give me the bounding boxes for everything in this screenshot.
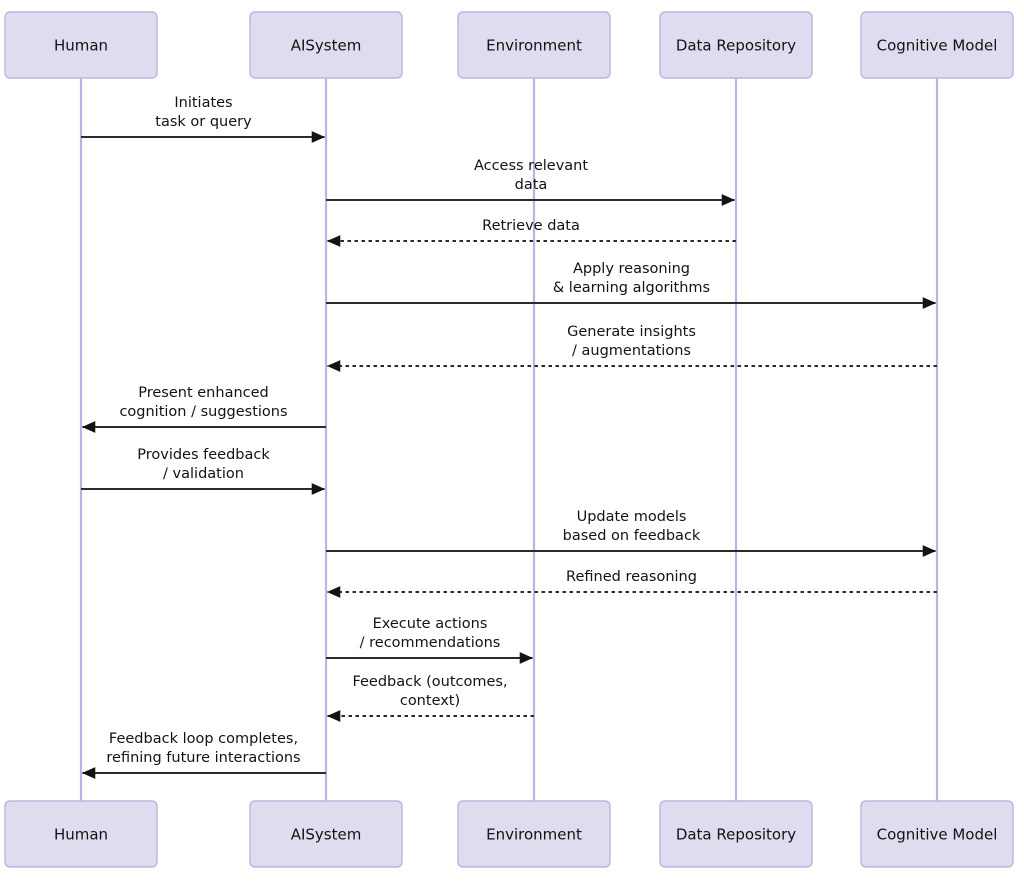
participant-environment-top: Environment (457, 11, 611, 79)
message-label-line: cognition / suggestions (119, 404, 287, 420)
message-10-aisystem-to-environment: Execute actions / recommendations (326, 616, 534, 664)
message-label-line: Apply reasoning (573, 261, 690, 277)
message-label-line: Update models (577, 509, 687, 525)
participant-cognitive_model-top: Cognitive Model (860, 11, 1014, 79)
participant-label: Data Repository (676, 37, 796, 55)
message-3-data_repository-to-aisystem: Retrieve data (326, 218, 736, 247)
participant-label: Human (54, 37, 108, 55)
participant-label: Cognitive Model (877, 37, 998, 55)
participant-box-rect (457, 11, 611, 79)
message-5-cognitive_model-to-aisystem: Generate insights / augmentations (326, 324, 937, 372)
participant-environment-bottom: Environment (457, 800, 611, 868)
message-label-line: Execute actions (373, 616, 488, 632)
participant-box-rect (457, 800, 611, 868)
participant-label: Human (54, 826, 108, 844)
message-7-human-to-aisystem: Provides feedback / validation (81, 447, 326, 495)
message-label-line: refining future interactions (106, 750, 300, 766)
participant-aisystem-top: AISystem (249, 11, 403, 79)
participant-box-rect (659, 800, 813, 868)
message-label-line: Initiates (174, 95, 232, 111)
message-label-line: & learning algorithms (553, 280, 710, 296)
participant-label: Environment (486, 37, 582, 55)
message-label-line: / recommendations (360, 635, 501, 651)
message-label-line: based on feedback (563, 528, 701, 544)
participant-aisystem-bottom: AISystem (249, 800, 403, 868)
lifelines-layer (79, 78, 939, 801)
participant-box-rect (249, 11, 403, 79)
message-label-line: / augmentations (572, 343, 691, 359)
participant-label: Cognitive Model (877, 826, 998, 844)
message-label-line: Refined reasoning (566, 569, 697, 585)
message-1-human-to-aisystem: Initiates task or query (81, 95, 326, 143)
participant-box-rect (860, 11, 1014, 79)
participant-box-rect (860, 800, 1014, 868)
participant-box-rect (659, 11, 813, 79)
message-label-line: Present enhanced (138, 385, 269, 401)
participant-label: AISystem (291, 37, 362, 55)
message-6-aisystem-to-human: Present enhanced cognition / suggestions (81, 385, 326, 433)
participant-data_repository-bottom: Data Repository (659, 800, 813, 868)
message-label-line: data (515, 177, 548, 193)
participant-data_repository-top: Data Repository (659, 11, 813, 79)
message-9-cognitive_model-to-aisystem: Refined reasoning (326, 569, 937, 598)
message-12-aisystem-to-human: Feedback loop completes, refining future … (81, 731, 326, 779)
message-2-aisystem-to-data_repository: Access relevant data (326, 158, 736, 206)
message-4-aisystem-to-cognitive_model: Apply reasoning & learning algorithms (326, 261, 937, 309)
participant-human-top: Human (4, 11, 158, 79)
message-label-line: Generate insights (567, 324, 696, 340)
message-label-line: Feedback (outcomes, (352, 674, 507, 690)
message-label-line: task or query (155, 114, 252, 130)
participant-human-bottom: Human (4, 800, 158, 868)
message-label-line: Feedback loop completes, (109, 731, 298, 747)
message-8-aisystem-to-cognitive_model: Update models based on feedback (326, 509, 937, 557)
participant-label: AISystem (291, 826, 362, 844)
participant-box-rect (4, 11, 158, 79)
participant-label: Environment (486, 826, 582, 844)
message-label-line: / validation (163, 466, 244, 482)
message-11-environment-to-aisystem: Feedback (outcomes, context) (326, 674, 534, 722)
participant-cognitive_model-bottom: Cognitive Model (860, 800, 1014, 868)
participant-label: Data Repository (676, 826, 796, 844)
message-label-line: Retrieve data (482, 218, 580, 234)
message-label-line: context) (400, 693, 460, 709)
message-label-line: Provides feedback (137, 447, 270, 463)
participant-box-rect (249, 800, 403, 868)
message-label-line: Access relevant (474, 158, 588, 174)
participant-box-rect (4, 800, 158, 868)
